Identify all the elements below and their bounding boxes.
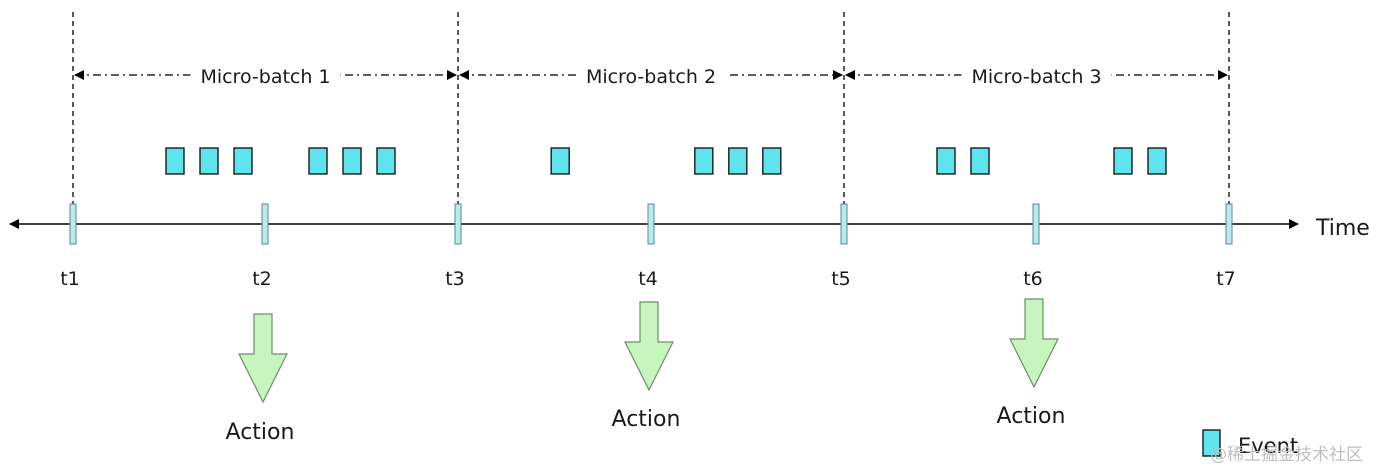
action-label: Action xyxy=(612,407,681,432)
tick-marker xyxy=(647,203,655,245)
action-arrow-icon xyxy=(1009,298,1059,389)
event-square xyxy=(694,147,714,175)
event-square xyxy=(550,147,570,175)
batch-label: Micro-batch 3 xyxy=(971,66,1101,88)
event-square xyxy=(165,147,185,175)
tick-label: t4 xyxy=(638,268,658,290)
tick-marker xyxy=(1225,203,1233,245)
batch-label-background xyxy=(576,62,726,88)
tick-marker xyxy=(840,203,848,245)
batch-label-background xyxy=(961,62,1112,88)
event-square xyxy=(970,147,990,175)
batch-label: Micro-batch 2 xyxy=(586,66,716,88)
event-square xyxy=(728,147,748,175)
action-arrow-icon xyxy=(624,301,674,392)
event-square xyxy=(199,147,219,175)
tick-label: t6 xyxy=(1023,268,1043,290)
time-axis-label: Time xyxy=(1315,216,1370,241)
event-square xyxy=(342,147,362,175)
tick-label: t1 xyxy=(60,268,80,290)
batch-boundaries xyxy=(72,12,1230,205)
action-label: Action xyxy=(997,404,1066,429)
time-ticks: t1 t2 t3 t4 t5 t6 t7 xyxy=(60,203,1236,290)
tick-marker xyxy=(454,203,462,245)
tick-marker xyxy=(261,203,269,245)
event-square xyxy=(376,147,396,175)
watermark-text: @稀土掘金技术社区 xyxy=(1210,445,1363,465)
micro-batch-spans: Micro-batch 1 Micro-batch 2 Micro-batch 3 xyxy=(74,62,1228,88)
batch-label-background xyxy=(190,62,341,88)
event-square xyxy=(308,147,328,175)
event-markers xyxy=(165,147,1167,175)
tick-label: t7 xyxy=(1216,268,1236,290)
action-label: Action xyxy=(226,420,295,445)
tick-label: t5 xyxy=(831,268,851,290)
tick-marker xyxy=(1032,203,1040,245)
event-square xyxy=(936,147,956,175)
event-square xyxy=(1147,147,1167,175)
legend-event-swatch xyxy=(1202,429,1221,457)
time-axis: Time xyxy=(9,216,1370,241)
event-square xyxy=(762,147,782,175)
event-square xyxy=(233,147,253,175)
tick-label: t2 xyxy=(252,268,272,290)
tick-label: t3 xyxy=(445,268,465,290)
legend: Event xyxy=(1202,429,1298,458)
event-square xyxy=(1113,147,1133,175)
legend-event-label: Event xyxy=(1238,434,1298,458)
action-arrow-icon xyxy=(238,313,288,404)
batch-label: Micro-batch 1 xyxy=(200,66,330,88)
tick-marker xyxy=(69,203,77,245)
